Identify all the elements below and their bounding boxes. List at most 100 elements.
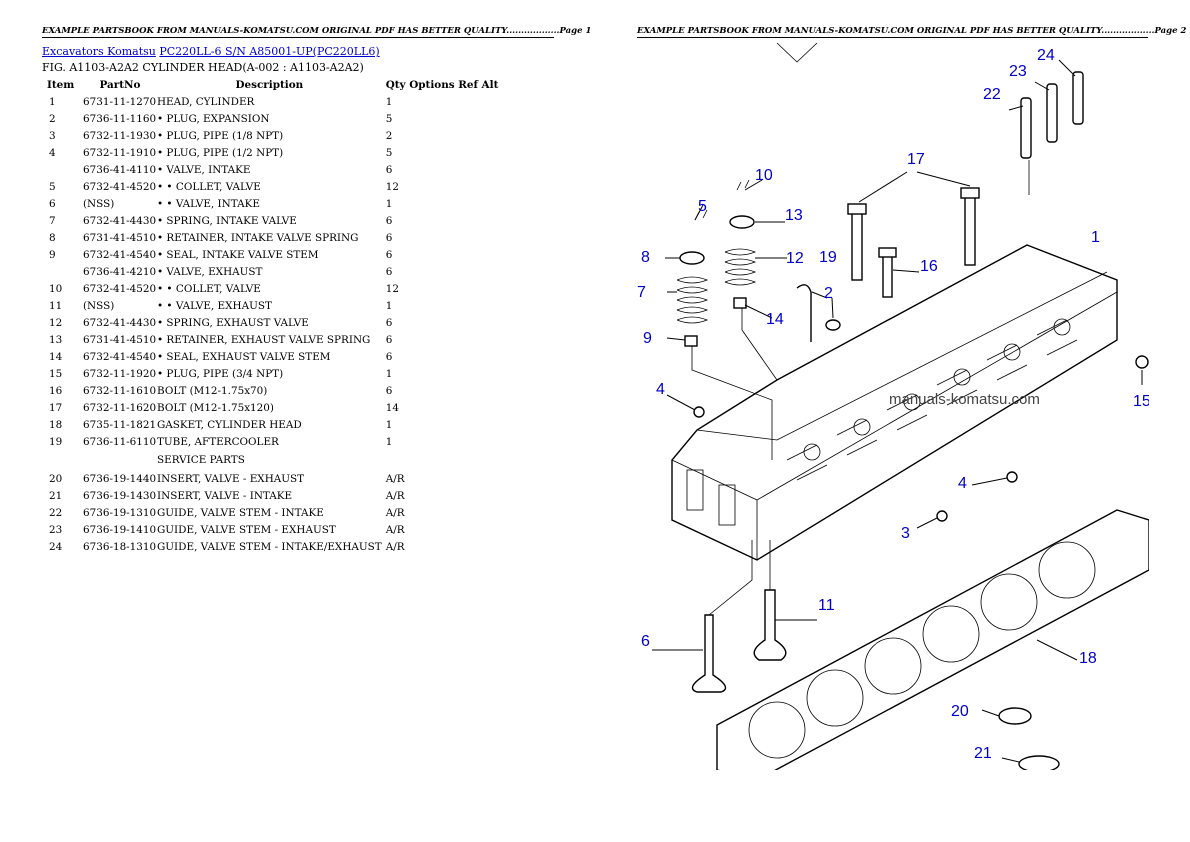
- cell-qty: 2: [385, 129, 393, 142]
- bolt-16-head: [878, 247, 897, 258]
- cell-item: [43, 161, 83, 178]
- cell-item: 21: [49, 489, 63, 502]
- callout-5: 5: [698, 198, 707, 215]
- cell-partno: 6736-18-1310: [83, 540, 157, 553]
- cell-item: 20: [49, 472, 63, 485]
- cell-qty: 1: [385, 418, 393, 431]
- cell-description: • SEAL, INTAKE VALVE STEM: [157, 248, 319, 261]
- cell-description: • SPRING, INTAKE VALVE: [157, 214, 297, 227]
- cell-partno: 6731-41-4510: [83, 333, 157, 346]
- callout-11: 11: [818, 597, 835, 614]
- cell-item: 1: [49, 95, 56, 108]
- cylinder-head: [671, 244, 1118, 561]
- spring-7: [676, 276, 709, 324]
- callout-23: 23: [1009, 63, 1027, 80]
- bolt-16: [882, 254, 893, 298]
- cell-qty: A/R: [385, 472, 405, 485]
- cell-description: BOLT (M12-1.75x70): [157, 384, 268, 397]
- callout-18: 18: [1079, 650, 1097, 667]
- cell-description: GUIDE, VALVE STEM - INTAKE: [157, 506, 324, 519]
- cell-item: 5: [49, 180, 56, 193]
- cell-item: 12: [49, 316, 63, 329]
- valve-guides-group: [1008, 59, 1084, 195]
- cell-item: [43, 263, 83, 280]
- valve-6: [691, 614, 727, 693]
- cell-description: • SPRING, EXHAUST VALVE: [157, 316, 309, 329]
- cell-qty: 1: [385, 95, 393, 108]
- cell-qty: 6: [385, 384, 393, 397]
- callout-12: 12: [786, 250, 804, 267]
- cell-partno: 6736-41-4210: [83, 265, 157, 278]
- figure-title: FIG. A1103-A2A2 CYLINDER HEAD(A-002 : A1…: [42, 61, 364, 74]
- cell-partno: (NSS): [83, 299, 115, 312]
- cell-qty: 1: [385, 435, 393, 448]
- cell-description: INSERT, VALVE - EXHAUST: [157, 472, 305, 485]
- cell-partno: 6732-11-1930: [83, 129, 157, 142]
- callout-15: 15: [1133, 393, 1149, 410]
- parts-table: Item PartNo Description Qty Options Ref …: [43, 77, 498, 555]
- breadcrumb-link-excavators[interactable]: Excavators Komatsu: [42, 45, 156, 58]
- cell-description: • VALVE, EXHAUST: [157, 265, 263, 278]
- cell-description: INSERT, VALVE - INTAKE: [157, 489, 293, 502]
- cell-description: • • COLLET, VALVE: [157, 180, 261, 193]
- watermark: manuals-komatsu.com: [889, 391, 1040, 408]
- bolt-17a: [851, 209, 863, 281]
- breadcrumb-link-model[interactable]: PC220LL-6 S/N A85001-UP(PC220LL6): [159, 45, 380, 58]
- cell-description: • RETAINER, EXHAUST VALVE SPRING: [157, 333, 371, 346]
- cell-qty: 12: [385, 282, 399, 295]
- cell-partno: 6732-41-4520: [83, 282, 157, 295]
- cell-description: • PLUG, PIPE (1/8 NPT): [157, 129, 284, 142]
- cell-qty: 5: [385, 146, 393, 159]
- seal-14: [733, 297, 747, 309]
- callout-4a: 4: [656, 381, 665, 398]
- cell-item: 8: [49, 231, 56, 244]
- callout-13: 13: [785, 207, 803, 224]
- head-bolts: [847, 171, 980, 298]
- cell-description: GUIDE, VALVE STEM - INTAKE/EXHAUST: [157, 540, 382, 553]
- insert-20: [998, 707, 1032, 725]
- callout-21: 21: [974, 745, 992, 762]
- valve-inserts: [981, 707, 1060, 770]
- cell-partno: 6731-41-4510: [83, 231, 157, 244]
- valve-guide-23: [1046, 83, 1058, 143]
- bolt-17b-head: [960, 187, 980, 199]
- callout-24: 24: [1037, 47, 1055, 64]
- page-header-2: EXAMPLE PARTSBOOK FROM MANUALS-KOMATSU.C…: [637, 26, 1187, 38]
- cell-description: • SEAL, EXHAUST VALVE STEM: [157, 350, 331, 363]
- cell-description: • • COLLET, VALVE: [157, 282, 261, 295]
- cell-qty: 6: [385, 316, 393, 329]
- cell-partno: (NSS): [83, 197, 115, 210]
- page-header-1: EXAMPLE PARTSBOOK FROM MANUALS-KOMATSU.C…: [42, 26, 592, 38]
- cell-item: 10: [49, 282, 63, 295]
- callout-4b: 4: [958, 475, 967, 492]
- col-item: Item: [47, 79, 75, 91]
- cell-description: • PLUG, PIPE (1/2 NPT): [157, 146, 284, 159]
- cell-partno: 6732-11-1920: [83, 367, 157, 380]
- cell-partno: 6735-11-1821: [83, 418, 157, 431]
- cell-item: 17: [49, 401, 63, 414]
- cell-partno: 6736-41-4110: [83, 163, 157, 176]
- retainer-8: [679, 251, 705, 265]
- cell-item: 2: [49, 112, 56, 125]
- cell-qty: 1: [385, 197, 393, 210]
- plug-4a: [693, 406, 705, 418]
- plug-2: [825, 319, 841, 331]
- cell-partno: 6736-11-6110: [83, 435, 157, 448]
- cell-partno: 6736-19-1430: [83, 489, 157, 502]
- plug-4b: [1006, 471, 1018, 483]
- callout-labels: 1 2 3 4 4 5 6 7 8 9 10 11 12 13 14 15 16…: [637, 47, 1149, 762]
- callout-7: 7: [637, 284, 646, 301]
- cell-qty: 6: [385, 231, 393, 244]
